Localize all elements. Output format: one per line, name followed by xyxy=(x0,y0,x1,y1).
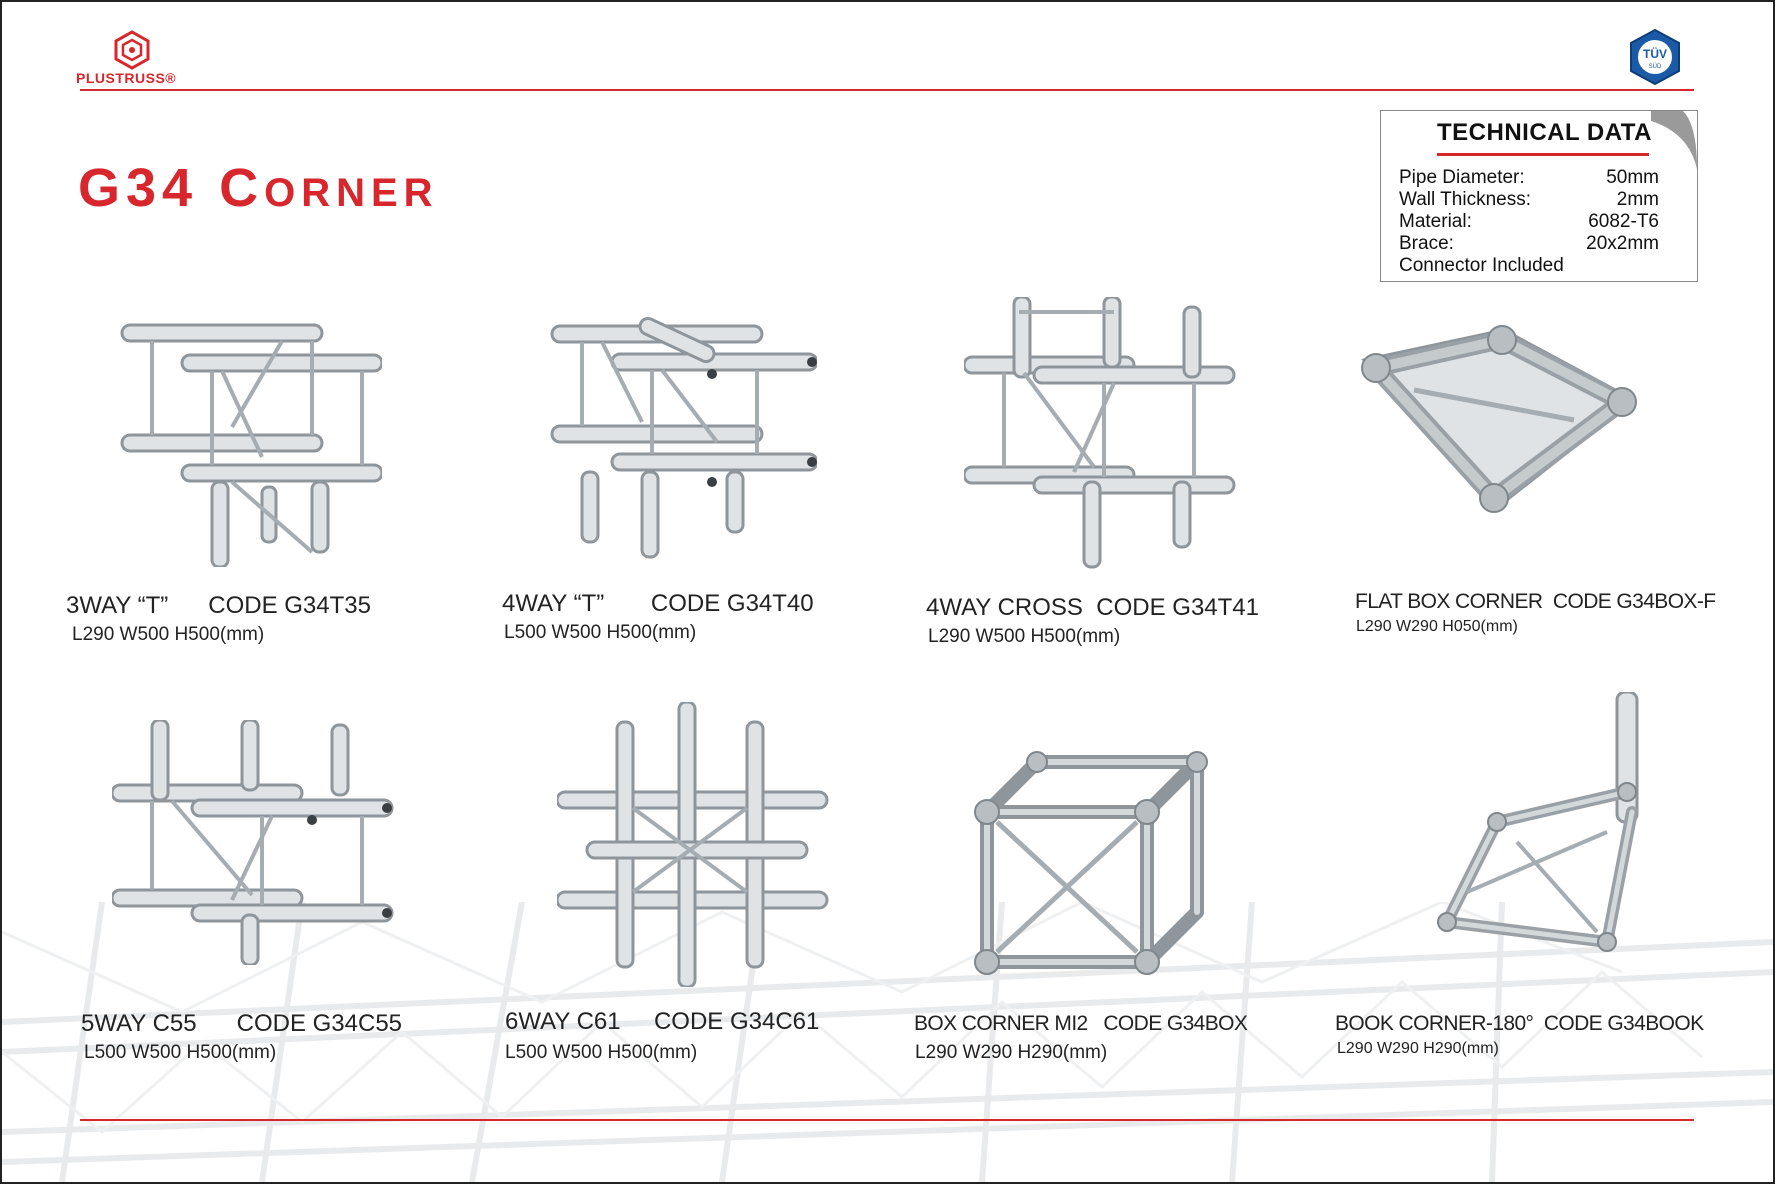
spec-row: Connector Included xyxy=(1399,255,1564,276)
product-5way-c55-dimensions: L500 W500 H500(mm) xyxy=(84,1042,277,1063)
page-title: G34 CORNER xyxy=(78,158,439,218)
truss-4way-cross-image xyxy=(964,297,1236,569)
product-book-corner-name: BOOK CORNER-180° CODE G34BOOK xyxy=(1335,1012,1704,1035)
brand-logo: PLUSTRUSS® xyxy=(76,30,216,90)
product-5way-c55-name: 5WAY C55 CODE G34C55 xyxy=(81,1010,403,1037)
truss-4way-t-image xyxy=(550,316,817,559)
product-flat-box-corner-name: FLAT BOX CORNER CODE G34BOX-F xyxy=(1355,590,1716,613)
product-book-corner-dimensions: L290 W290 H290(mm) xyxy=(1337,1040,1499,1057)
product-6way-c61-dimensions: L500 W500 H500(mm) xyxy=(505,1042,698,1063)
header-rule xyxy=(80,89,1694,91)
tuv-sud-certification-badge: TÜV SÜD xyxy=(1630,28,1680,86)
truss-3way-t-image xyxy=(120,323,382,567)
truss-flat-box-corner-image xyxy=(1361,325,1637,513)
product-6way-c61-name: 6WAY C61 CODE G34C61 xyxy=(505,1008,820,1035)
svg-text:SÜD: SÜD xyxy=(1649,63,1662,70)
product-box-corner-mi2-name: BOX CORNER MI2 CODE G34BOX xyxy=(914,1012,1248,1035)
product-4way-cross-dimensions: L290 W500 H500(mm) xyxy=(928,626,1121,647)
spec-row: Pipe Diameter:50mm xyxy=(1399,167,1659,188)
svg-text:TÜV: TÜV xyxy=(1643,46,1667,61)
truss-6way-c61-image xyxy=(557,702,829,987)
background-truss-illustration xyxy=(2,902,1773,1182)
spec-row: Brace:20x2mm xyxy=(1399,233,1659,254)
technical-data-box: TECHNICAL DATA Pipe Diameter:50mm Wall T… xyxy=(1380,110,1698,282)
truss-5way-c55-image xyxy=(112,720,394,965)
technical-data-heading: TECHNICAL DATA xyxy=(1437,119,1652,146)
footer-rule xyxy=(80,1119,1694,1121)
product-4way-t-dimensions: L500 W500 H500(mm) xyxy=(504,622,697,643)
truss-book-corner-image xyxy=(1437,692,1639,952)
product-flat-box-corner-dimensions: L290 W290 H050(mm) xyxy=(1356,618,1518,635)
product-4way-cross-name: 4WAY CROSS CODE G34T41 xyxy=(926,594,1259,621)
brand-name: PLUSTRUSS® xyxy=(76,70,177,86)
brand-mark-icon xyxy=(114,30,150,70)
heading-underline xyxy=(1437,153,1649,156)
product-3way-t-dimensions: L290 W500 H500(mm) xyxy=(72,624,265,645)
page-curl-decoration xyxy=(1651,111,1697,169)
product-4way-t-name: 4WAY “T” CODE G34T40 xyxy=(502,590,814,617)
product-3way-t-name: 3WAY “T” CODE G34T35 xyxy=(66,592,371,619)
spec-row: Material:6082-T6 xyxy=(1399,211,1659,232)
truss-box-corner-mi2-image xyxy=(974,751,1208,975)
product-box-corner-mi2-dimensions: L290 W290 H290(mm) xyxy=(915,1042,1108,1063)
spec-row: Wall Thickness:2mm xyxy=(1399,189,1659,210)
technical-data-list: Pipe Diameter:50mm Wall Thickness:2mm Ma… xyxy=(1399,167,1659,277)
